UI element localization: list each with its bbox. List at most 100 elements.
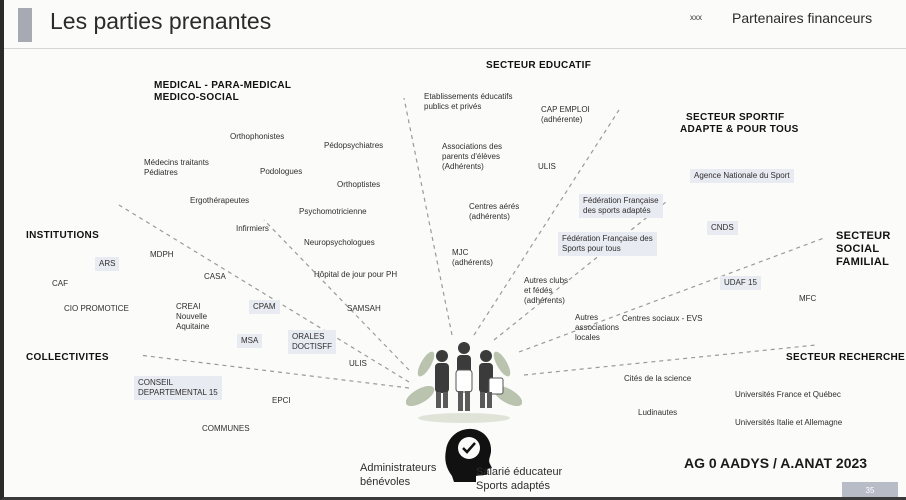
item-epci: EPCI — [272, 396, 291, 405]
sector-medical: MEDICAL - PARA-MEDICAL MEDICO-SOCIAL — [154, 80, 291, 104]
legend-marker: xxx — [690, 13, 702, 22]
sector-sportif-line2: ADAPTE & POUR TOUS — [680, 124, 799, 135]
item-ffsa: Fédération Française des sports adaptés — [579, 194, 663, 218]
item-orthoptistes: Orthoptistes — [337, 180, 381, 189]
sector-institutions: INSTITUTIONS — [26, 230, 100, 241]
item-conseil-departemental: CONSEIL DEPARTEMENTAL 15 — [134, 376, 222, 400]
title-divider — [4, 48, 906, 49]
ray-social — [518, 237, 825, 353]
diagram-rays — [118, 97, 825, 389]
item-cap-emploi-line2: (adhérente) — [541, 115, 583, 124]
item-salarie-line1: Salarié éducateur — [476, 466, 563, 478]
item-mdph: MDPH — [150, 250, 174, 259]
sector-recherche: SECTEUR RECHERCHE — [786, 352, 906, 363]
sector-social-line3: FAMILIAL — [836, 256, 890, 269]
item-ffsa-line2: des sports adaptés — [583, 206, 651, 215]
item-infirmiers: Infirmiers — [236, 224, 269, 233]
title-accent-bar — [18, 8, 32, 42]
item-centres-aeres-line1: Centres aérés — [469, 202, 520, 211]
ray-institutions — [118, 204, 410, 383]
item-medecins: Médecins traitants Pédiatres — [144, 158, 209, 178]
item-etablissements-line1: Etablissements éducatifs — [424, 92, 513, 101]
item-creai-line3: Aquitaine — [176, 322, 210, 331]
item-creai: CREAI Nouvelle Aquitaine — [176, 302, 209, 332]
item-ffh: Fédération Française des Sports pour tou… — [558, 232, 657, 256]
item-agence-nationale-sport: Agence Nationale du Sport — [690, 169, 794, 183]
item-udaf: UDAF 15 — [720, 276, 761, 290]
item-administrateurs-line2: bénévoles — [360, 475, 411, 488]
item-mjc-line2: (adhérents) — [452, 258, 493, 267]
item-cio-promotice: CIO PROMOTICE — [64, 304, 129, 313]
item-autres-associations-line2: associations — [575, 323, 620, 332]
item-administrateurs: Administrateurs bénévoles — [360, 462, 436, 490]
page-number: 35 — [842, 482, 898, 497]
item-orthophonistes: Orthophonistes — [230, 132, 285, 141]
item-associations-parents: Associations des parents d'élèves (Adhér… — [442, 142, 502, 172]
item-medecins-line1: Médecins traitants — [144, 158, 209, 167]
item-podologues: Podologues — [260, 167, 303, 176]
item-pedopsychiatres: Pédopsychiatres — [324, 141, 384, 150]
footer-ag-label: AG 0 AADYS / A.ANAT 2023 — [684, 455, 868, 471]
item-ffsa-line1: Fédération Française — [583, 196, 659, 205]
ray-medical — [263, 219, 410, 371]
item-associations-parents-line2: parents d'élèves — [442, 152, 501, 161]
sector-sportif: SECTEUR SPORTIF ADAPTE & POUR TOUS — [680, 112, 799, 136]
item-orales-line2: DOCTISFF — [292, 342, 332, 351]
item-communes: COMMUNES — [202, 424, 250, 433]
item-universites-france-quebec: Universités France et Québec — [735, 390, 841, 399]
item-salarie-line2: Sports adaptés — [476, 479, 550, 492]
item-ludinautes: Ludinautes — [638, 408, 678, 417]
item-cpam: CPAM — [249, 300, 280, 314]
item-orales-line1: ORALES — [292, 332, 325, 341]
sector-medical-line2: MEDICO-SOCIAL — [154, 92, 240, 103]
item-autres-clubs-line3: (adhérents) — [524, 296, 565, 305]
item-autres-associations-line3: locales — [575, 333, 600, 342]
item-cap-emploi: CAP EMPLOI (adhérente) — [541, 105, 590, 125]
sector-sportif-line1: SECTEUR SPORTIF — [686, 112, 785, 123]
item-samsah: SAMSAH — [347, 304, 381, 313]
head-profile-icon — [445, 428, 492, 482]
item-hopital-de-jour: Hôpital de jour pour PH — [314, 270, 398, 279]
sector-educatif: SECTEUR EDUCATIF — [486, 60, 592, 71]
sector-medical-line1: MEDICAL - PARA-MEDICAL — [154, 80, 292, 91]
ray-educatif-left — [403, 97, 453, 336]
item-associations-parents-line3: (Adhérents) — [442, 162, 484, 171]
sector-collectivites: COLLECTIVITES — [26, 352, 109, 363]
item-conseil-line1: CONSEIL — [138, 378, 174, 387]
item-mjc-line1: MJC — [452, 248, 469, 257]
ray-recherche — [523, 344, 817, 376]
item-universites-italie-allemagne: Universités Italie et Allemagne — [735, 418, 843, 427]
item-associations-parents-line1: Associations des — [442, 142, 503, 151]
item-medecins-line2: Pédiatres — [144, 168, 178, 177]
item-ergotherapeutes: Ergothérapeutes — [190, 196, 250, 205]
sector-social-line2: SOCIAL — [836, 243, 880, 256]
item-etablissements: Etablissements éducatifs publics et priv… — [424, 92, 513, 112]
item-ars: ARS — [95, 257, 120, 271]
sector-social: SECTEUR SOCIAL FAMILIAL — [836, 230, 891, 270]
item-autres-clubs-line2: et fédés — [524, 286, 553, 295]
item-ffh-line2: Sports pour tous — [562, 244, 621, 253]
item-cnds: CNDS — [707, 221, 738, 235]
item-cite-science: Cités de la science — [624, 374, 692, 383]
item-etablissements-line2: publics et privés — [424, 102, 482, 111]
item-salarie: Salarié éducateur Sports adaptés — [476, 466, 562, 494]
item-mfc: MFC — [799, 294, 817, 303]
item-casa: CASA — [204, 272, 226, 281]
item-creai-line2: Nouvelle — [176, 312, 208, 321]
item-centres-aeres: Centres aérés (adhérents) — [469, 202, 519, 222]
ray-collectivites — [138, 354, 410, 389]
item-creai-line1: CREAI — [176, 302, 201, 311]
item-ulis: ULIS — [538, 162, 556, 171]
item-cap-emploi-line1: CAP EMPLOI — [541, 105, 590, 114]
legend-label: Partenaires financeurs — [732, 10, 873, 26]
slide-title: Les parties prenantes — [50, 8, 272, 34]
item-ffh-line1: Fédération Française des — [562, 234, 653, 243]
item-autres-clubs-line1: Autres clubs — [524, 276, 569, 285]
item-psychomotricienne: Psychomotricienne — [299, 207, 367, 216]
people-group-illustration — [406, 342, 522, 423]
item-ulis-institutions: ULIS — [349, 359, 367, 368]
item-conseil-line2: DEPARTEMENTAL 15 — [138, 388, 218, 397]
sector-social-line1: SECTEUR — [836, 230, 891, 242]
item-orales: ORALES DOCTISFF — [288, 330, 336, 354]
